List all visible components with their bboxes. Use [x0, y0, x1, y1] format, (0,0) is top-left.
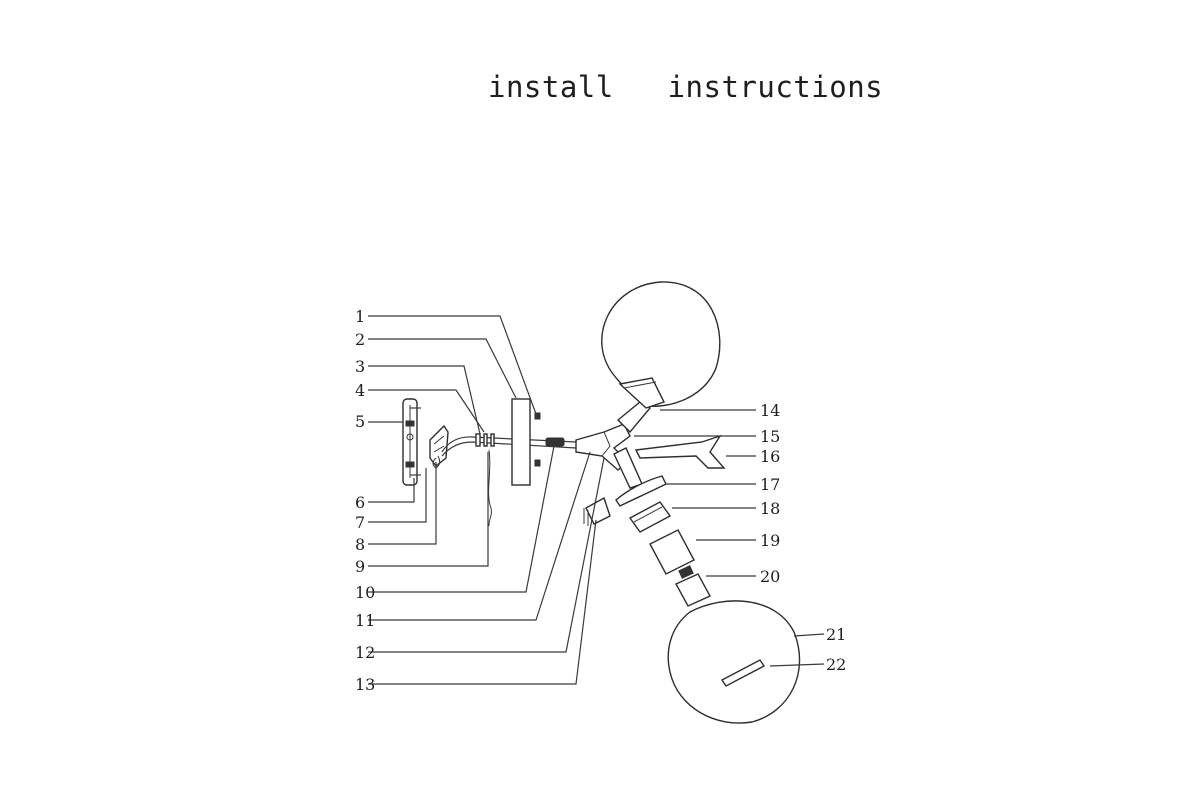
callout-13: 13	[355, 675, 375, 694]
callout-19: 19	[760, 531, 780, 550]
callout-14: 14	[760, 401, 780, 420]
callout-11: 11	[355, 611, 375, 630]
lamp-socket	[675, 565, 711, 607]
callout-2: 2	[355, 330, 365, 349]
terminal-block	[429, 424, 449, 469]
lower-globe	[667, 600, 801, 724]
callout-16: 16	[760, 447, 780, 466]
ring-nut	[628, 501, 672, 533]
callout-7: 7	[355, 513, 365, 532]
callout-12: 12	[355, 643, 375, 662]
hanging-wire	[488, 449, 492, 527]
wrench-tool	[634, 434, 726, 469]
page-title: install instructions	[488, 70, 884, 104]
callout-18: 18	[760, 499, 780, 518]
socket-sleeve	[649, 529, 695, 575]
callout-labels: 1 2 3 4 5 6 7 8 9 10 11 12 13 14 15 16 1…	[355, 307, 846, 694]
callout-1: 1	[355, 307, 365, 326]
clip	[583, 496, 611, 526]
callout-9: 9	[355, 557, 365, 576]
callout-17: 17	[760, 475, 780, 494]
callout-4: 4	[355, 381, 365, 400]
arm-cable	[441, 433, 577, 457]
callout-20: 20	[760, 567, 780, 586]
canopy-plate	[511, 398, 541, 486]
leader-lines	[368, 315, 825, 685]
callout-22: 22	[826, 655, 846, 674]
callout-6: 6	[355, 493, 365, 512]
callout-8: 8	[355, 535, 365, 554]
callout-5: 5	[355, 412, 365, 431]
callout-15: 15	[760, 427, 780, 446]
callout-3: 3	[355, 357, 365, 376]
junction-hub	[575, 401, 652, 489]
upper-globe	[601, 281, 721, 409]
callout-10: 10	[355, 583, 375, 602]
mounting-plate	[402, 398, 421, 486]
callout-21: 21	[826, 625, 846, 644]
